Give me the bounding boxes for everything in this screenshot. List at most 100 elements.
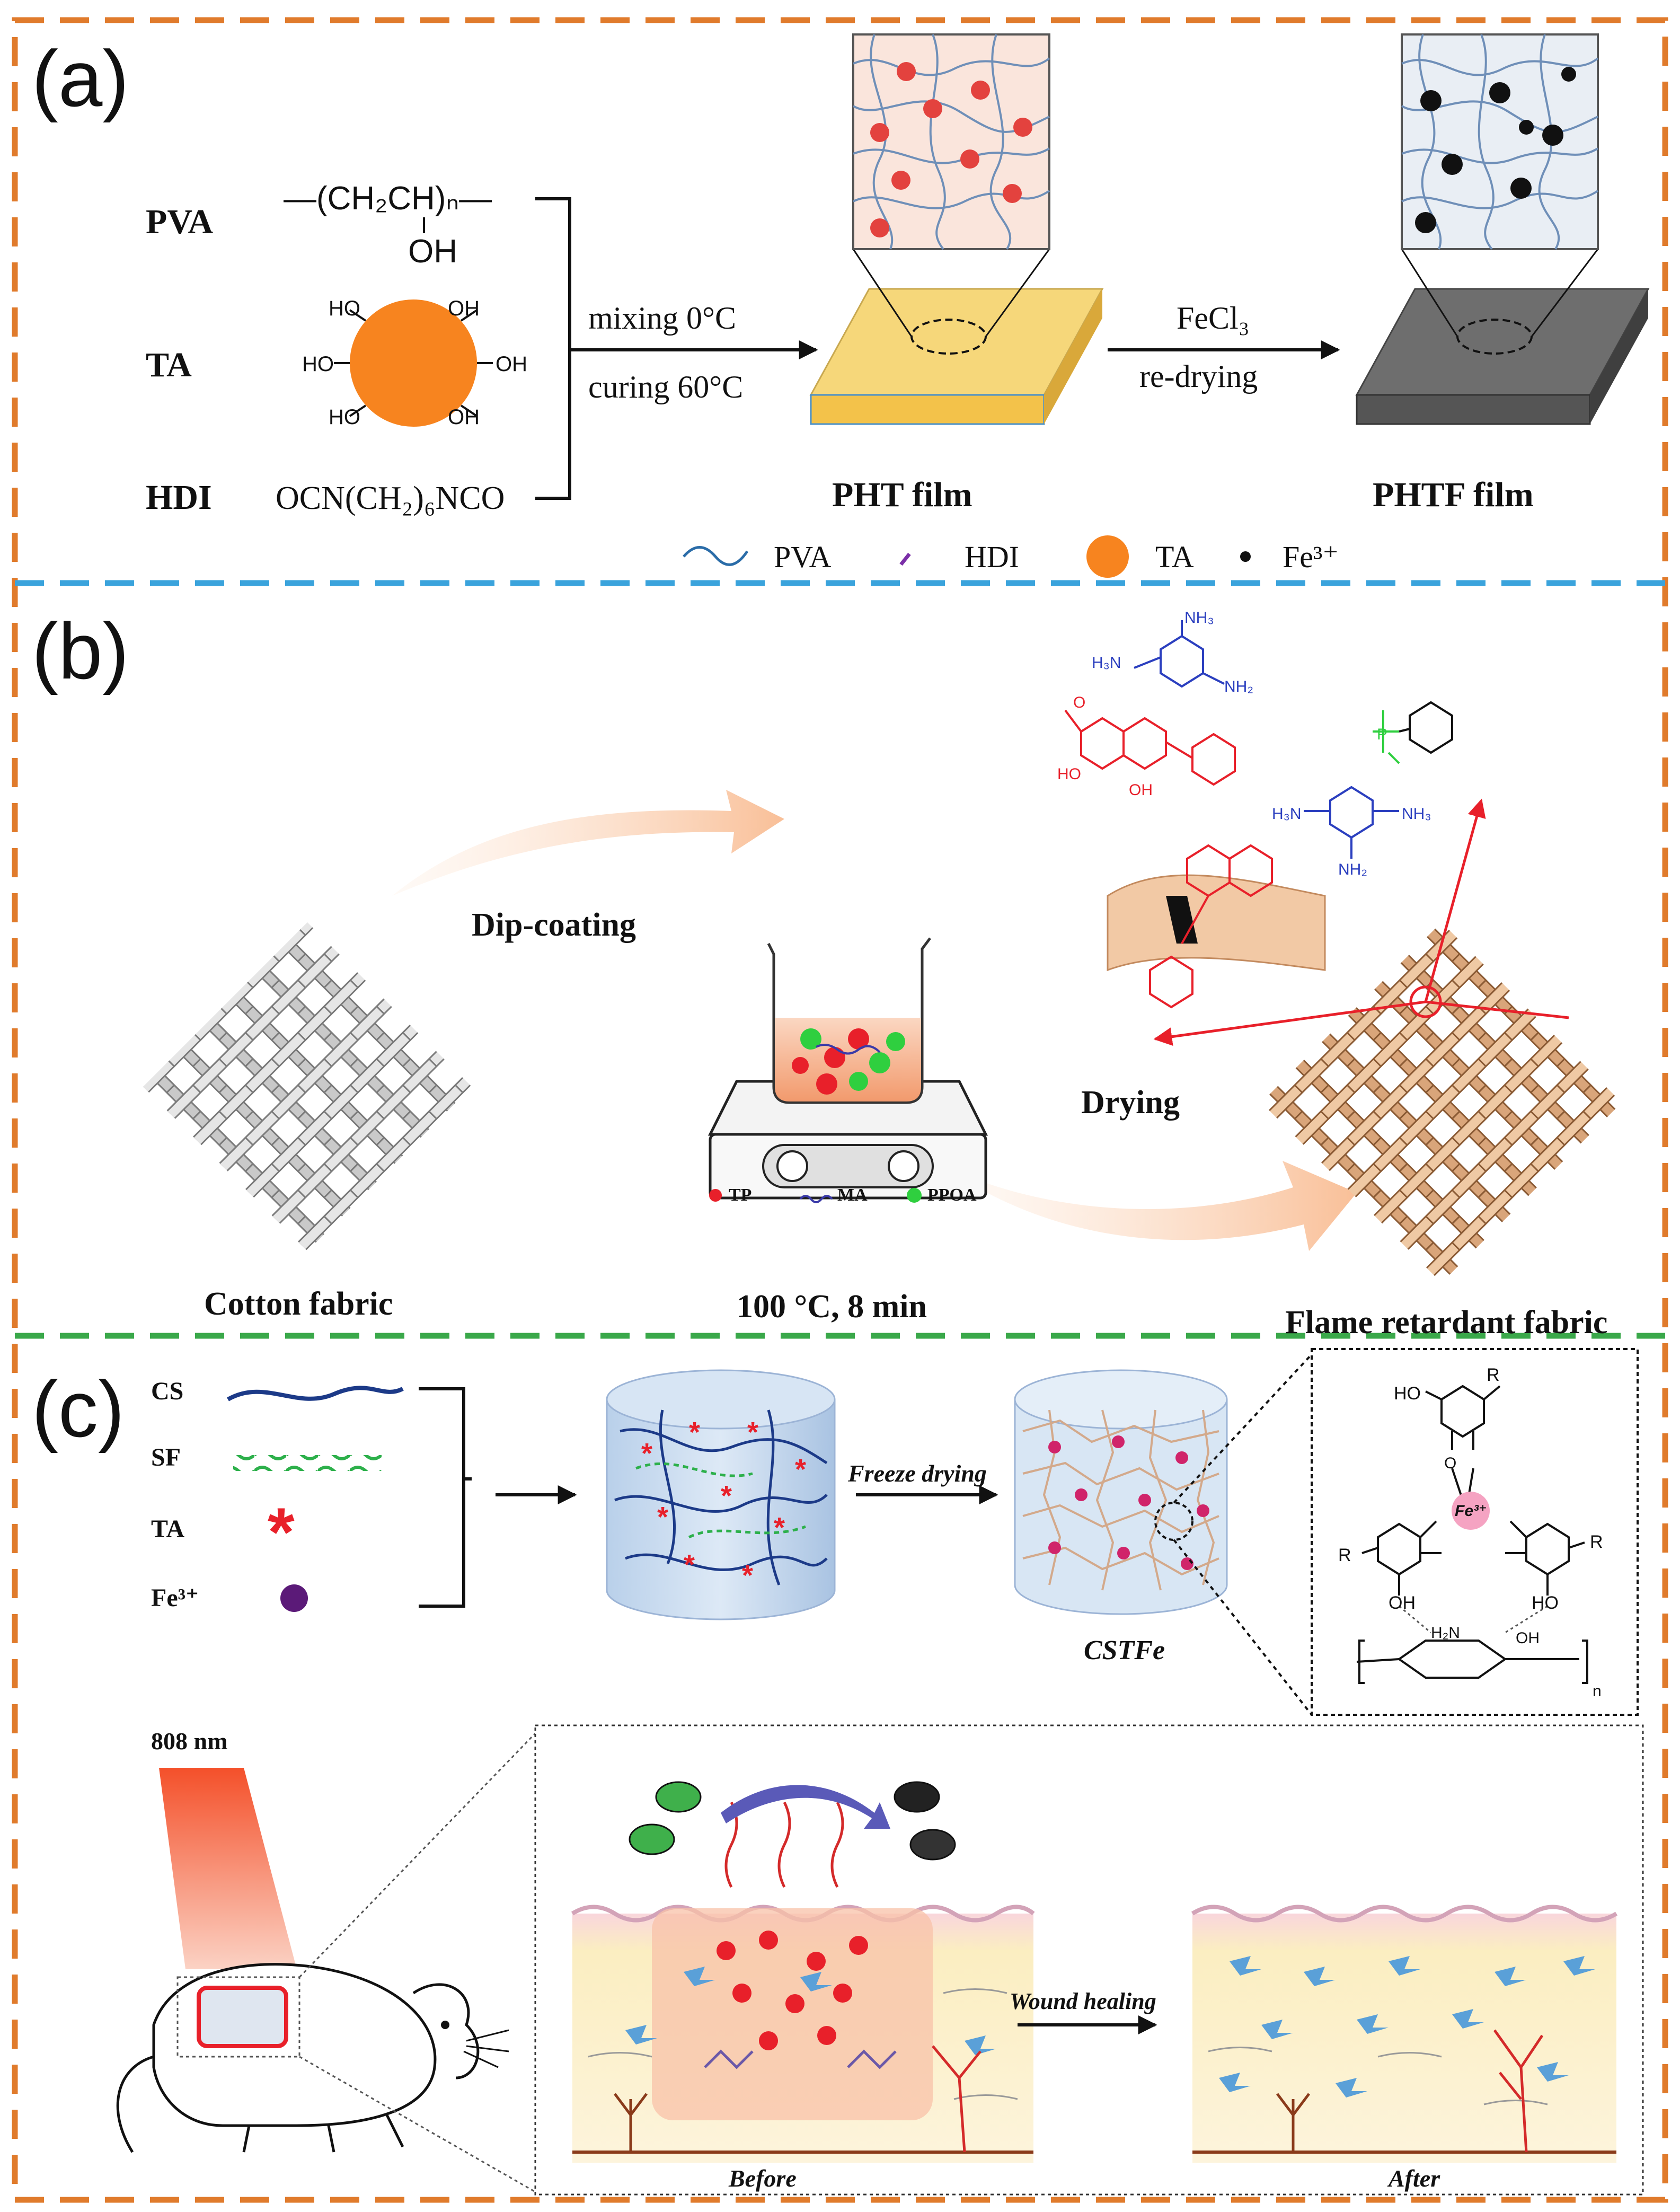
pva-legend-icon	[683, 546, 749, 566]
zoom-circle	[1409, 985, 1442, 1018]
fe-dot-icon	[280, 1584, 308, 1612]
svg-text:*: *	[747, 1416, 758, 1448]
step1-top-label: mixing 0°C	[588, 301, 736, 336]
flame-retardant-fabric-label: Flame retardant fabric	[1285, 1305, 1607, 1341]
panel-borders	[12, 17, 1668, 2203]
wound-healing-label: Wound healing	[1010, 1988, 1156, 2014]
cs-chain-icon	[227, 1386, 404, 1402]
step2-bottom-label: re-drying	[1139, 359, 1258, 394]
ta-star-icon: *	[268, 1493, 295, 1571]
step1-dip-coating: Dip-coating	[472, 907, 636, 943]
ta-group-1: HO	[329, 297, 360, 320]
complex-r-left: R	[1338, 1545, 1351, 1565]
reactant-bracket	[535, 197, 583, 500]
panel-b-label: (b)	[32, 606, 129, 695]
complex-zoom-line-bottom	[1173, 1539, 1313, 1716]
hotplate-beaker-icon	[708, 937, 988, 1200]
cstfe-cylinder	[1014, 1369, 1228, 1615]
legend-hdi: HDI	[965, 540, 1019, 574]
bacteria-icons	[629, 1781, 956, 1861]
molecular-structure: NH₃ H₃N NH₂ HO OH O P H₃N NH₃ NH₂	[1057, 609, 1453, 1009]
pva-formula: —(CH₂CH)ₙ—	[284, 180, 492, 217]
svg-text:*: *	[684, 1549, 695, 1581]
fe-complex-structure: R HO O Fe³⁺ R R OH HO H₂N OH n	[1311, 1348, 1639, 1716]
chem-h3n-right: H₃N	[1272, 805, 1302, 823]
complex-oh-left: OH	[1389, 1593, 1416, 1613]
product1-label: PHT film	[832, 475, 972, 514]
ta-bonds	[334, 309, 493, 417]
legend-ppoa: PPOA	[927, 1185, 977, 1205]
zoom-line-up	[1424, 798, 1486, 1002]
hdi-legend-icon	[899, 552, 911, 566]
fe-legend-icon	[1240, 551, 1251, 562]
component-cs: CS	[151, 1377, 183, 1405]
svg-text:*: *	[721, 1480, 732, 1512]
ta-group-6: OH	[448, 406, 480, 429]
after-skin-section	[1191, 1905, 1618, 2163]
chem-p: P	[1377, 726, 1387, 743]
pva-oh: OH	[408, 233, 457, 270]
complex-r-right: R	[1590, 1532, 1603, 1552]
ta-group-3: HO	[302, 352, 334, 376]
legend-fe: Fe³⁺	[1283, 540, 1339, 574]
step2-top-label: FeCl₃	[1177, 301, 1250, 336]
svg-text:*: *	[742, 1559, 753, 1591]
panel-a: (a) PVA TA HDI —(CH₂CH)ₙ— OH HO OH HO OH…	[32, 33, 1650, 578]
wound-area-frame	[176, 1976, 300, 2058]
ta-sphere-icon	[350, 299, 477, 427]
panel-a-label: (a)	[32, 34, 129, 123]
complex-n: n	[1593, 1682, 1602, 1700]
zoom-line-right	[1425, 1000, 1569, 1019]
component-fe: Fe³⁺	[151, 1584, 199, 1612]
mouse-zoom-line-top	[298, 1732, 536, 1978]
mouse-icon	[116, 1963, 509, 2153]
ta-legend-icon	[1086, 535, 1129, 578]
chem-o-top: O	[1073, 694, 1085, 711]
fiber-dark-band	[1166, 896, 1198, 944]
freeze-drying-label: Freeze drying	[847, 1460, 987, 1487]
legend-tp: TP	[729, 1185, 751, 1205]
ma-legend-icon	[799, 1195, 833, 1203]
panel-c: (c) CS SF TA * Fe³⁺	[32, 1348, 1644, 2196]
fe-center-icon	[1452, 1492, 1490, 1530]
dip-coating-arrow	[392, 790, 784, 896]
chem-nh3-top: NH₃	[1184, 609, 1214, 627]
hdi-formula: OCN(CH₂)₆NCO	[276, 480, 505, 516]
hydrogel-cylinder: *** *** ***	[606, 1369, 836, 1620]
complex-ho-right: HO	[1532, 1593, 1559, 1613]
step1-bottom-label: curing 60°C	[588, 369, 743, 404]
chem-h3n-left: H₃N	[1092, 654, 1121, 672]
complex-oh-ring: OH	[1516, 1629, 1540, 1647]
component-sf: SF	[151, 1443, 181, 1471]
ta-group-4: OH	[496, 352, 527, 376]
phtf-film	[1355, 33, 1650, 425]
panel-b: (b) Dip-coating Drying Cotton fabric	[32, 606, 1622, 1341]
laser-beam-icon	[159, 1768, 297, 1969]
zoom-line-left	[1153, 1000, 1426, 1046]
legend-pva: PVA	[774, 540, 832, 574]
reactant-pva-name: PVA	[146, 202, 213, 241]
after-label: After	[1387, 2165, 1440, 2192]
svg-text:*: *	[641, 1438, 652, 1469]
pht-film	[809, 33, 1104, 425]
complex-h2n: H₂N	[1431, 1624, 1460, 1642]
step2-drying: Drying	[1081, 1085, 1180, 1121]
sf-chain-icon	[233, 1455, 382, 1471]
chem-nh2-top: NH₂	[1224, 678, 1253, 695]
before-skin-section	[571, 1781, 1035, 2163]
svg-text:*: *	[774, 1512, 785, 1544]
ppoa-legend-icon	[907, 1188, 922, 1203]
ta-group-2: OH	[448, 297, 480, 320]
tp-legend-icon	[709, 1189, 722, 1202]
complex-ho-top: HO	[1394, 1383, 1421, 1404]
complex-fe-label: Fe³⁺	[1455, 1502, 1487, 1520]
product2-label: PHTF film	[1373, 475, 1534, 514]
dressing-patch-icon	[197, 1986, 288, 2048]
chem-nh2-bottom: NH₂	[1338, 861, 1367, 878]
svg-text:*: *	[657, 1501, 668, 1533]
before-label: Before	[728, 2165, 797, 2192]
ta-group-5: HO	[329, 406, 360, 429]
kill-arrow-icon	[721, 1785, 890, 1829]
